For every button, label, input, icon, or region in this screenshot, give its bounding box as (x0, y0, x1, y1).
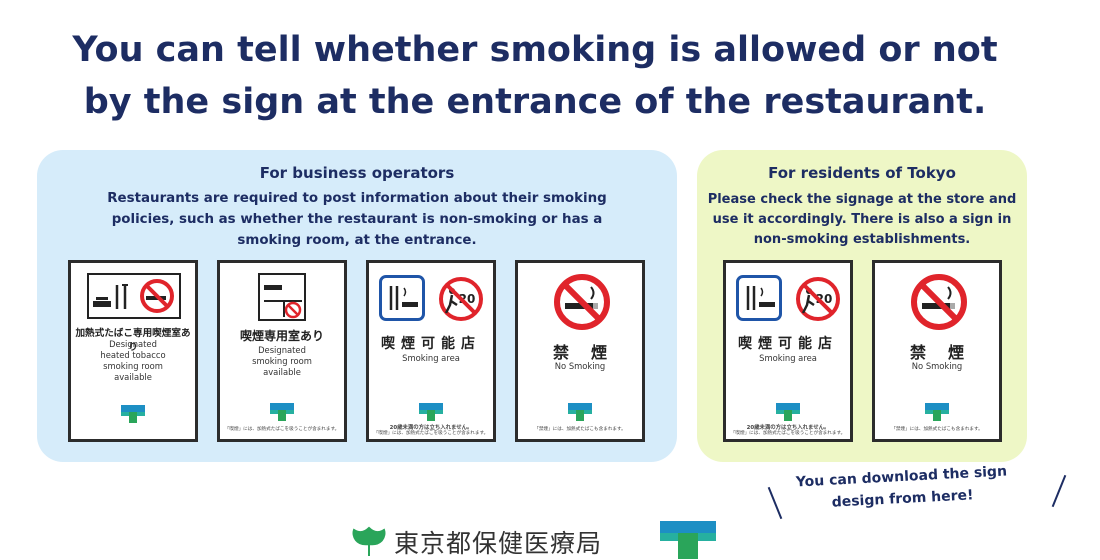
sign-fine-print: 「禁煙」には、加熱式たばこも含まれます。 (891, 427, 983, 432)
no-smoking-icon (554, 274, 610, 330)
smoking-room-outline-icon (258, 273, 306, 321)
sign-ja-label: 禁煙 (909, 343, 986, 362)
no-minors-icon: 20 (796, 277, 840, 321)
business-panel-body: Restaurants are required to post informa… (107, 191, 607, 248)
organization-name: 東京都保健医療局 (394, 529, 603, 558)
tokyo-badge-icon (925, 403, 949, 421)
tokyo-badge-icon (568, 403, 592, 421)
heated-tobacco-cutlery-icon (93, 284, 128, 309)
sign-smoking-area[interactable]: 20 喫煙可能店 Smoking area 20歳未満の方は立ち入れません。 「… (366, 260, 496, 442)
sign-en-label: Smoking area (759, 353, 817, 363)
sign-fine-print: 20歳未満の方は立ち入れません。 「喫煙」には、加熱式たばこを吸うことが含まれま… (373, 425, 489, 436)
tokyo-badge-icon (419, 403, 443, 421)
business-panel-title: For business operators (259, 164, 455, 182)
sign-ja-label: 喫煙可能店 (381, 336, 481, 352)
sign-fine-print: 20歳未満の方は立ち入れません。 「喫煙」には、加熱式たばこを吸うことが含まれま… (730, 425, 846, 436)
no-smoking-icon (140, 279, 174, 313)
smoking-cutlery-blue-icon (736, 275, 782, 321)
download-sign-smoking-area[interactable]: 20 喫煙可能店 Smoking area 20歳未満の方は立ち入れません。 「… (723, 260, 853, 442)
sign-ja-label: 喫煙可能店 (738, 336, 838, 352)
business-operators-panel: For business operators Restaurants are r… (37, 150, 677, 462)
residents-panel-body: Please check the signage at the store an… (707, 192, 1017, 247)
sign-ja-label: 禁煙 (552, 343, 629, 362)
sign-en-label: No Smoking (554, 361, 606, 371)
sign-en-label: Designated smoking room available (252, 345, 312, 377)
headline-line-2: by the sign at the entrance of the resta… (83, 82, 987, 122)
no-smoking-icon (911, 274, 967, 330)
footer-organization: 東京都保健医療局 (352, 525, 602, 559)
smoking-room-floorplan-icon (264, 285, 302, 319)
sign-fine-print: 「喫煙」には、加熱式たばこを吸うことが含まれます。 (224, 427, 340, 432)
sign-en-label: Designated heated tobacco smoking room a… (100, 339, 166, 382)
headline-line-1: You can tell whether smoking is allowed … (72, 30, 998, 70)
sign-en-label: Smoking area (402, 353, 460, 363)
tokyo-t-logo-icon (660, 521, 716, 559)
tokyo-badge-icon (121, 405, 145, 423)
residents-panel-title: For residents of Tokyo (768, 164, 956, 182)
residents-panel: For residents of Tokyo Please check the … (697, 150, 1027, 462)
ginkgo-leaf-icon (352, 526, 386, 556)
sign-en-label: No Smoking (911, 361, 963, 371)
sign-designated-smoking-room[interactable]: 喫煙専用室あり Designated smoking room availabl… (217, 260, 347, 442)
sign-heated-tobacco-room[interactable]: 加熱式たばこ専用喫煙室あり Designated heated tobacco … (68, 260, 198, 442)
sign-ja-label: 喫煙専用室あり (239, 329, 324, 343)
emphasis-tick-right (1051, 474, 1067, 508)
download-sign-link[interactable]: You can download the sign design from he… (795, 463, 1008, 511)
tokyo-badge-icon (776, 403, 800, 421)
sign-ja-label: 加熱式たばこ専用喫煙室あり (75, 328, 191, 353)
smoking-room-outline-icon (87, 273, 181, 319)
tokyo-badge-icon (270, 403, 294, 421)
sign-no-smoking[interactable]: 禁煙 No Smoking 「禁煙」には、加熱式たばこも含まれます。 (515, 260, 645, 442)
smoking-cutlery-blue-icon (379, 275, 425, 321)
sign-fine-print: 「禁煙」には、加熱式たばこも含まれます。 (534, 427, 626, 432)
headline: You can tell whether smoking is allowed … (0, 24, 1070, 128)
no-minors-icon: 20 (439, 277, 483, 321)
download-sign-no-smoking[interactable]: 禁煙 No Smoking 「禁煙」には、加熱式たばこも含まれます。 (872, 260, 1002, 442)
